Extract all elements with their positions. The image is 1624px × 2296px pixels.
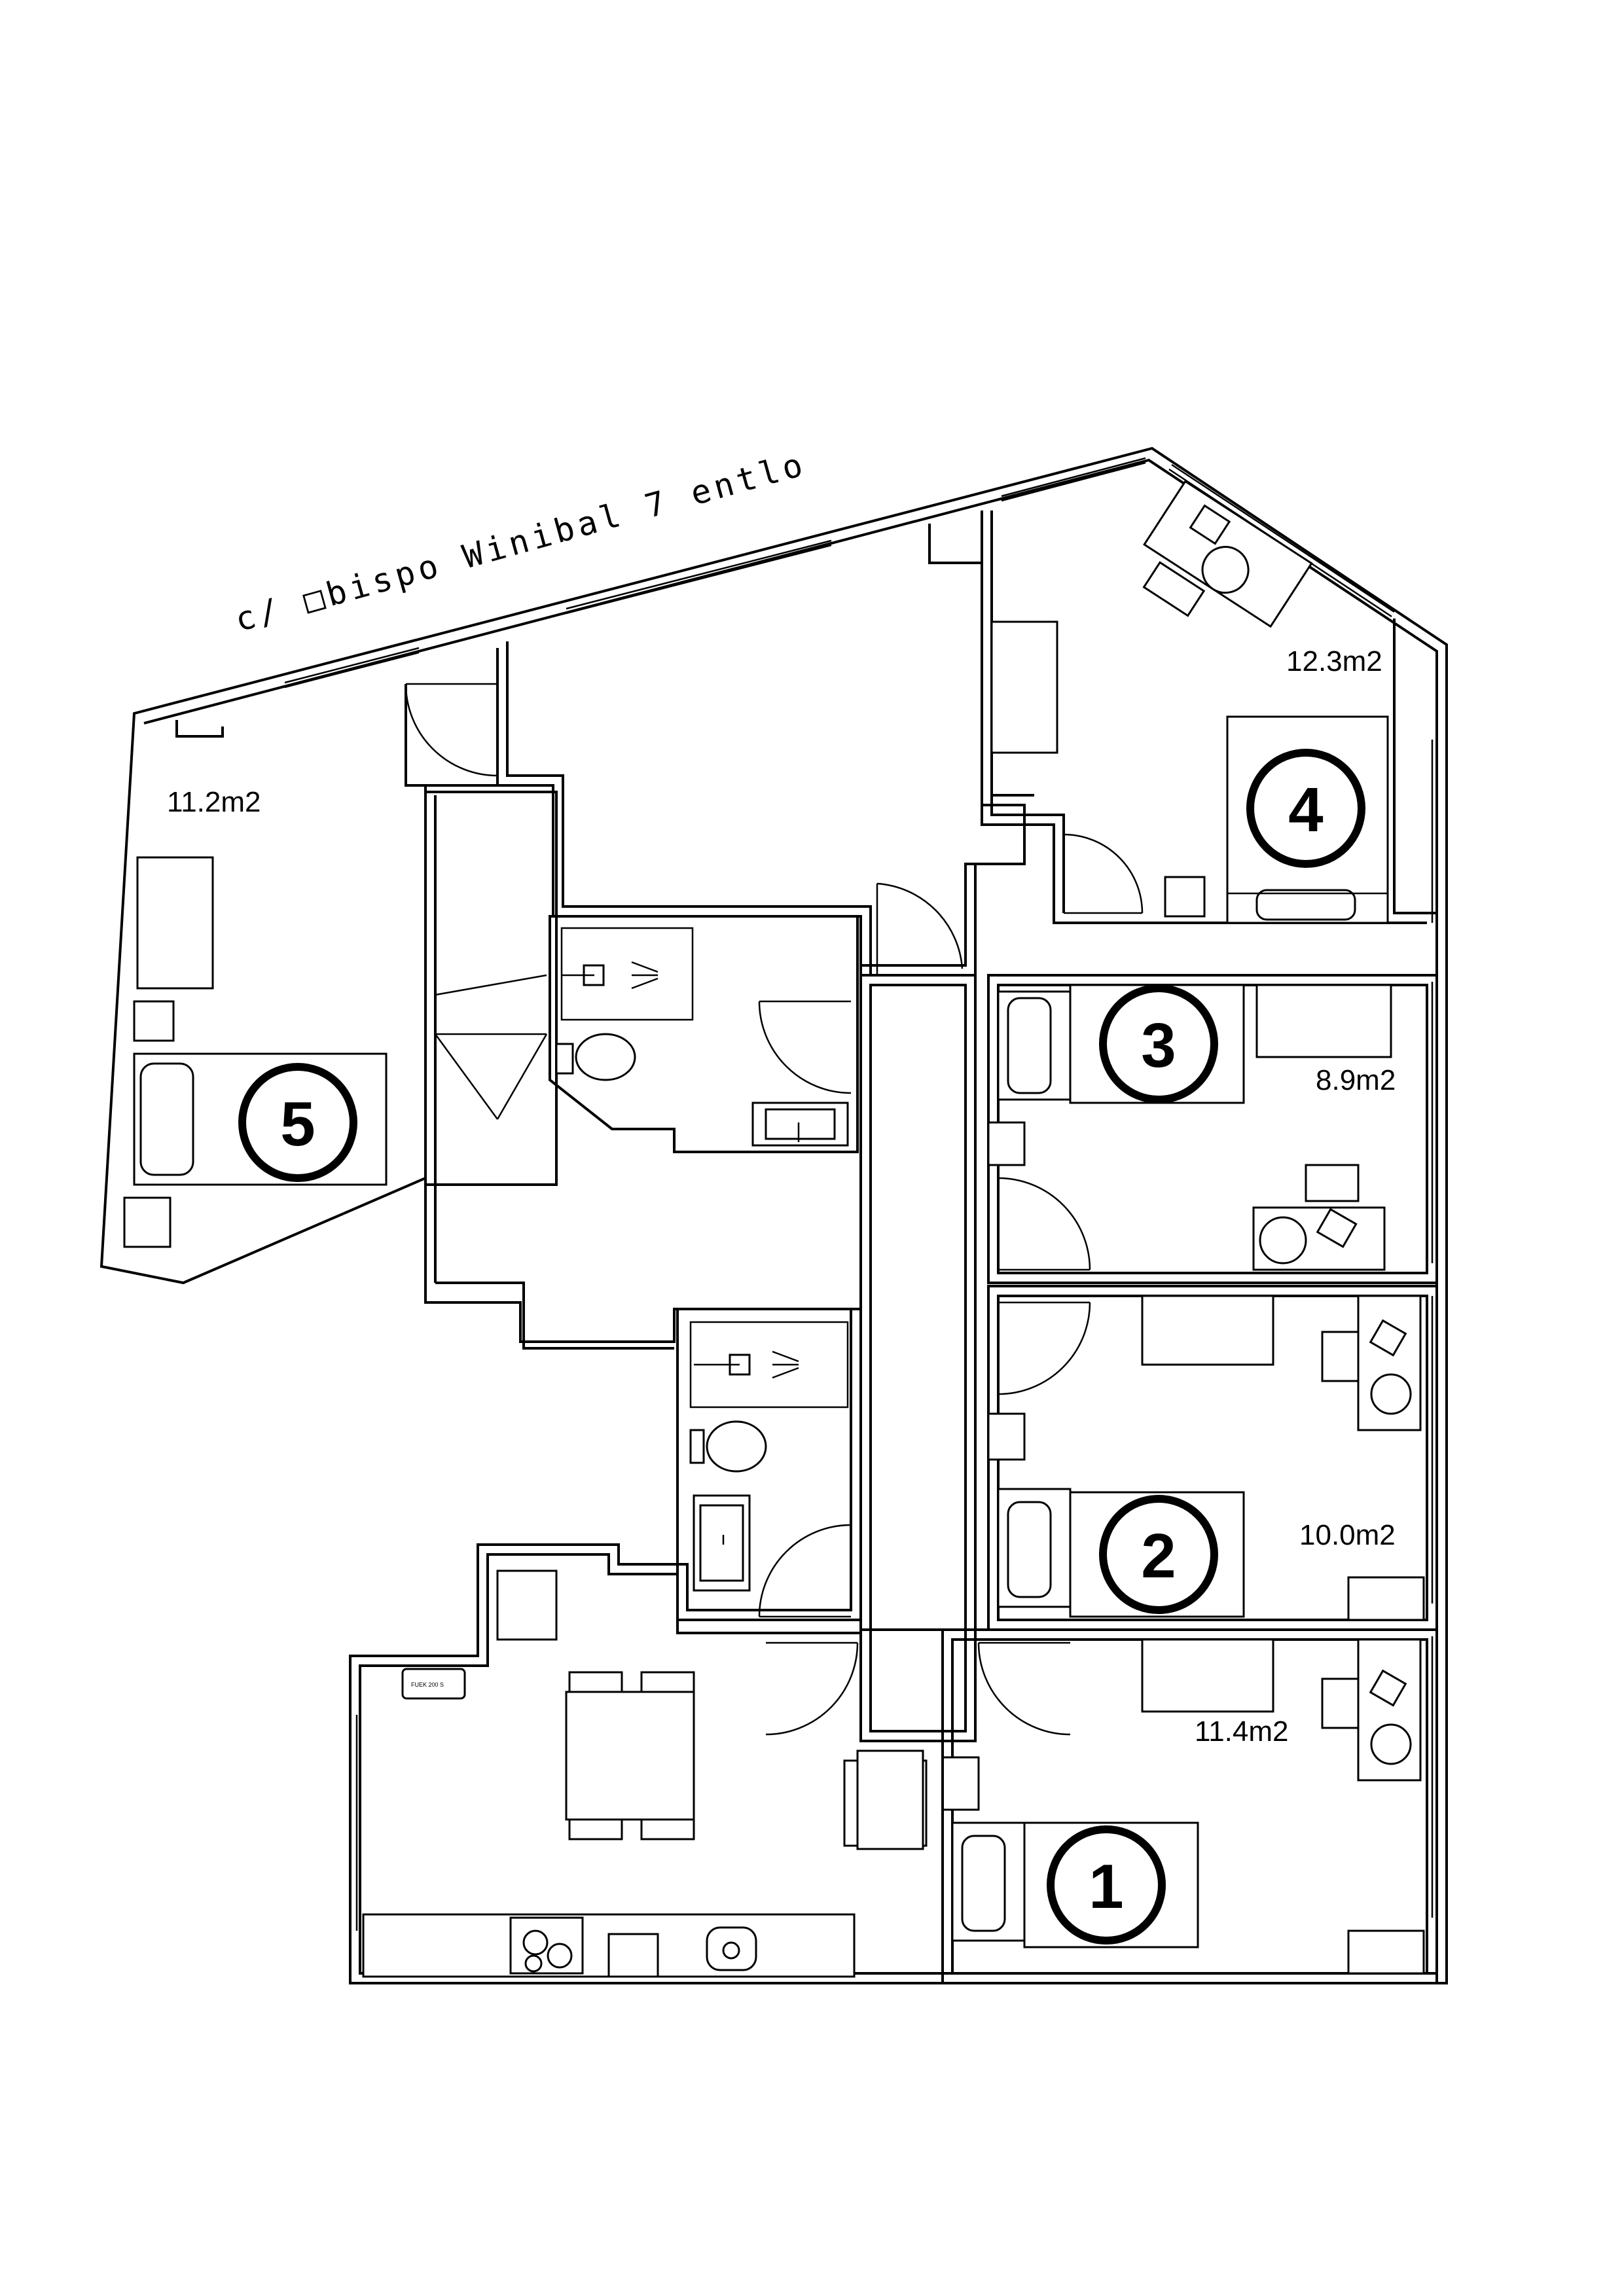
room-1-badge bbox=[1047, 1825, 1166, 1945]
room-4: 4 12.3m2 bbox=[981, 480, 1437, 924]
room-1-area: 11.4m2 bbox=[1195, 1715, 1289, 1748]
room-5-badge bbox=[238, 1063, 357, 1182]
room-5-number: 5 bbox=[280, 1089, 315, 1159]
kitchen: FUEK 200 S bbox=[349, 1570, 944, 1984]
room-4-number: 4 bbox=[1288, 775, 1323, 845]
room-5: 5 11.2m2 bbox=[123, 655, 499, 1283]
bathroom-2 bbox=[676, 1308, 862, 1634]
room-2-number: 2 bbox=[1141, 1521, 1176, 1591]
room-2-area: 10.0m2 bbox=[1299, 1519, 1396, 1551]
street-label: c/ □bispo Winibal 7 entlo bbox=[231, 444, 810, 639]
room-1: 1 11.4m2 bbox=[941, 1628, 1438, 1984]
room-4-badge bbox=[1246, 749, 1365, 868]
room-3-badge bbox=[1099, 984, 1218, 1103]
room-2-badge bbox=[1099, 1495, 1218, 1614]
room-3-area: 8.9m2 bbox=[1316, 1064, 1396, 1096]
corridor bbox=[765, 974, 1071, 1742]
central-walls bbox=[424, 511, 1034, 1350]
appliance-label: FUEK 200 S bbox=[411, 1681, 444, 1688]
room-3-number: 3 bbox=[1141, 1011, 1176, 1081]
room-3: 3 8.9m2 bbox=[987, 974, 1438, 1284]
room-5-area: 11.2m2 bbox=[167, 786, 261, 818]
room-4-area: 12.3m2 bbox=[1286, 645, 1382, 677]
facade-windows bbox=[284, 457, 1434, 1931]
room-2: 2 10.0m2 bbox=[987, 1285, 1438, 1631]
room-1-number: 1 bbox=[1089, 1852, 1123, 1922]
bathroom-1 bbox=[549, 915, 859, 1153]
